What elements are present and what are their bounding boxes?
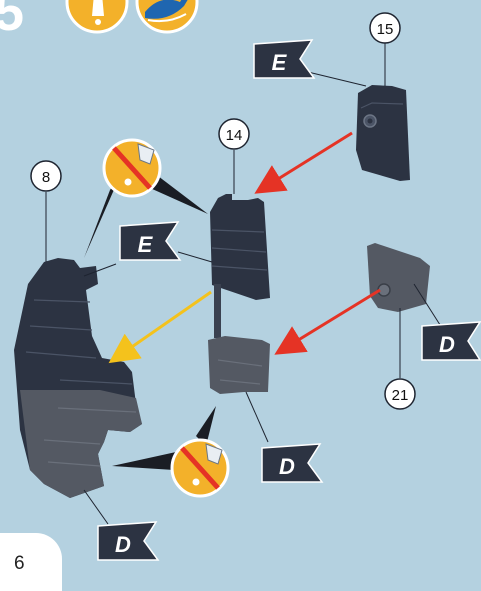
pointer-wedge — [112, 452, 176, 470]
leader-lines — [45, 42, 443, 525]
callout-21: 21 — [384, 378, 416, 410]
page-number-tab: 6 — [0, 533, 62, 591]
arrow-yellow-14-to-8 — [108, 290, 212, 364]
flag-d-bottom-letter: D — [115, 532, 131, 557]
flag-d-right-letter: D — [439, 332, 455, 357]
flag-e-top-letter: E — [272, 50, 288, 75]
callout-8: 8 — [30, 160, 62, 192]
callout-8-label: 8 — [42, 169, 50, 186]
no-glue-icon — [170, 438, 230, 498]
flag-d-bottom: D — [97, 521, 160, 561]
callout-21-label: 21 — [392, 387, 409, 404]
part-21-plate — [367, 243, 430, 312]
part-8-assembly — [14, 258, 142, 498]
arrow-red-15-to-14 — [254, 131, 353, 194]
glue-bottle-icon — [65, 0, 129, 34]
pointer-wedge — [84, 176, 120, 258]
flag-e-mid-letter: E — [138, 232, 154, 257]
leader-8-e — [83, 263, 117, 277]
part-15-panel — [356, 85, 410, 181]
callout-15-label: 15 — [377, 21, 394, 38]
brush-paint-icon — [135, 0, 199, 34]
part-14-panel — [210, 194, 270, 338]
pointer-wedge — [150, 176, 208, 214]
leader-flag-d-bottom — [83, 489, 109, 525]
leader-flag-d-mid — [245, 391, 269, 443]
part-14-lower-block — [208, 336, 270, 394]
flag-e-top: E — [253, 39, 316, 79]
leader-flag-e-top — [307, 71, 367, 87]
callout-15: 15 — [369, 12, 401, 44]
leader-flag-d-right — [413, 283, 443, 329]
flag-d-mid: D — [261, 443, 324, 483]
flag-d-mid-letter: D — [279, 454, 295, 479]
callout-14: 14 — [218, 118, 250, 150]
flag-e-mid: E — [119, 221, 182, 261]
warning-pointers — [84, 176, 216, 470]
arrow-red-21-to-14 — [274, 288, 381, 355]
step-number: 5 — [0, 0, 24, 42]
flag-d-right: D — [421, 321, 481, 361]
leader-flag-e-mid — [177, 251, 213, 263]
pointer-wedge — [196, 406, 216, 446]
page-number: 6 — [14, 553, 25, 574]
callout-14-label: 14 — [226, 127, 243, 144]
no-glue-icon — [102, 138, 162, 198]
